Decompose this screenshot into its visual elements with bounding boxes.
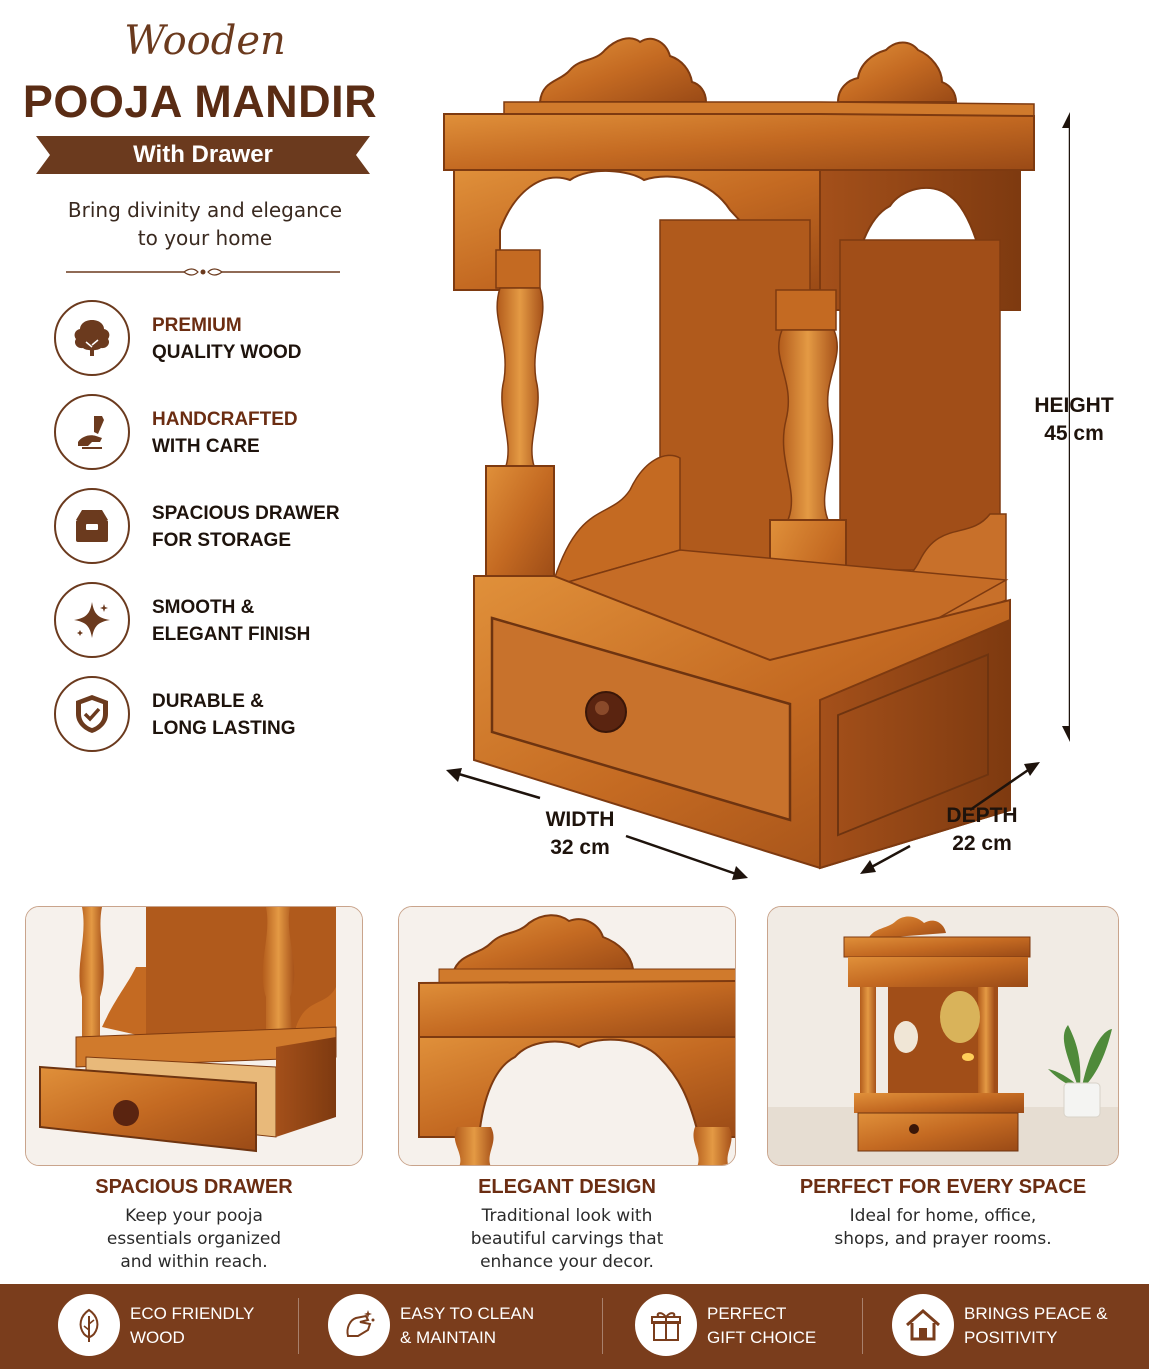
detail-card-space (767, 906, 1119, 1166)
card-desc-line: Keep your pooja (125, 1206, 263, 1226)
feature-title: SPACIOUS DRAWER (152, 503, 340, 524)
tagline-line: Bring divinity and elegance (67, 198, 343, 222)
bar-divider (862, 1298, 863, 1354)
cleaning-hand-icon (328, 1294, 390, 1356)
benefit-line: ECO FRIENDLY (130, 1304, 255, 1323)
feature-item: DURABLE & LONG LASTING (54, 676, 394, 752)
shield-check-icon (54, 676, 130, 752)
tree-icon (54, 300, 130, 376)
feature-title: DURABLE & (152, 691, 264, 712)
chisel-hand-icon (54, 394, 130, 470)
feature-item: SMOOTH & ELEGANT FINISH (54, 582, 394, 658)
benefit-line: WOOD (130, 1328, 185, 1347)
script-title: Wooden (124, 18, 286, 64)
ribbon-banner: With Drawer (36, 136, 370, 174)
room-setting-image (768, 907, 1118, 1165)
tagline-line: to your home (137, 226, 273, 250)
height-label: HEIGHT (1034, 394, 1114, 417)
benefit-line: & MAINTAIN (400, 1328, 497, 1347)
home-heart-icon (892, 1294, 954, 1356)
card-desc-line: and within reach. (120, 1252, 268, 1272)
height-value: 45 cm (1044, 422, 1104, 445)
benefit-item: EASY TO CLEAN & MAINTAIN (328, 1294, 588, 1360)
gift-icon (635, 1294, 697, 1356)
card-title: PERFECT FOR EVERY SPACE (799, 1176, 1087, 1198)
benefit-item: BRINGS PEACE & POSITIVITY (892, 1294, 1132, 1360)
card-desc-line: enhance your decor. (480, 1252, 654, 1272)
card-caption: SPACIOUS DRAWER Keep your pooja essentia… (25, 1176, 363, 1274)
card-title: ELEGANT DESIGN (478, 1176, 656, 1198)
benefit-item: PERFECT GIFT CHOICE (635, 1294, 855, 1360)
feature-subtitle: WITH CARE (152, 436, 260, 457)
feature-title: PREMIUM (152, 315, 242, 336)
benefit-item: ECO FRIENDLY WOOD (58, 1294, 298, 1360)
sparkle-icon (54, 582, 130, 658)
benefits-bar: ECO FRIENDLY WOOD EASY TO CLEAN & MAINTA… (0, 1284, 1149, 1369)
product-hero (430, 20, 1078, 900)
card-desc-line: Ideal for home, office, (849, 1206, 1037, 1226)
benefit-line: PERFECT (707, 1304, 787, 1323)
card-title: SPACIOUS DRAWER (95, 1176, 293, 1198)
bar-divider (298, 1298, 299, 1354)
feature-subtitle: FOR STORAGE (152, 530, 291, 551)
height-dimension: HEIGHT 45 cm (1024, 392, 1124, 448)
card-desc-line: Traditional look with (481, 1206, 653, 1226)
feature-item: HANDCRAFTED WITH CARE (54, 394, 394, 470)
detail-card-drawer (25, 906, 363, 1166)
depth-dimension: DEPTH 22 cm (932, 802, 1032, 858)
leaf-icon (58, 1294, 120, 1356)
benefit-line: GIFT CHOICE (707, 1328, 817, 1347)
card-desc-line: beautiful carvings that (470, 1229, 664, 1249)
depth-value: 22 cm (952, 832, 1012, 855)
width-value: 32 cm (550, 836, 610, 859)
page-title: POOJA MANDIR (22, 76, 378, 127)
card-desc-line: essentials organized (106, 1229, 282, 1249)
ribbon-shape (36, 136, 370, 174)
width-label: WIDTH (545, 808, 615, 831)
benefit-line: EASY TO CLEAN (400, 1304, 535, 1323)
bar-divider (602, 1298, 603, 1354)
benefit-line: BRINGS PEACE & (964, 1304, 1108, 1323)
feature-subtitle: ELEGANT FINISH (152, 624, 311, 645)
ornament-divider-icon (66, 268, 340, 276)
feature-subtitle: LONG LASTING (152, 718, 296, 739)
feature-title: SMOOTH & (152, 597, 255, 618)
benefit-line: POSITIVITY (964, 1328, 1058, 1347)
feature-item: SPACIOUS DRAWER FOR STORAGE (54, 488, 394, 564)
drawer-box-icon (54, 488, 130, 564)
card-desc-line: shops, and prayer rooms. (834, 1229, 1052, 1249)
detail-card-design (398, 906, 736, 1166)
width-dimension: WIDTH 32 cm (530, 806, 630, 862)
drawer-closeup-image (26, 907, 362, 1165)
feature-subtitle: QUALITY WOOD (152, 342, 302, 363)
carving-closeup-image (399, 907, 735, 1165)
feature-item: PREMIUM QUALITY WOOD (54, 300, 394, 376)
tagline: Bring divinity and elegance to your home (40, 196, 370, 252)
card-caption: ELEGANT DESIGN Traditional look with bea… (398, 1176, 736, 1274)
depth-label: DEPTH (946, 804, 1018, 827)
mandir-illustration (443, 37, 1078, 880)
ribbon-text: With Drawer (133, 141, 273, 168)
feature-title: HANDCRAFTED (152, 409, 298, 430)
card-caption: PERFECT FOR EVERY SPACE Ideal for home, … (767, 1176, 1119, 1251)
